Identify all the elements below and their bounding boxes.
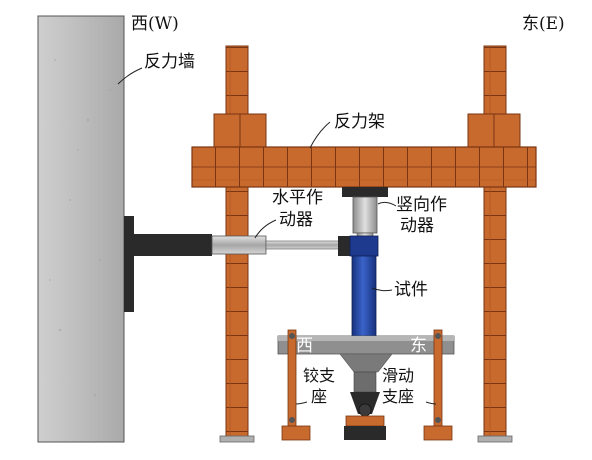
hinge-support [344,371,386,440]
vertical-actuator-label-line1: 竖向作 [396,195,447,215]
reaction-frame-label: 反力架 [334,112,385,132]
reaction-frame-beam [191,113,537,188]
reaction-wall [37,15,125,443]
specimen-label: 试件 [394,280,428,300]
sliding-support-label-line1: 滑动 [382,366,415,385]
beam-west-label: 西 [296,336,313,356]
loading-beam [277,335,455,373]
reaction-wall-label: 反力墙 [144,52,195,72]
vertical-actuator [342,187,388,242]
hinge-support-label-line1: 铰支 [303,366,336,385]
horizontal-actuator-label-line2: 动器 [279,210,313,230]
leader-lines [117,67,437,405]
specimen [349,235,379,339]
beam-east-label: 东 [410,336,427,356]
sliding-support-label-line2: 支座 [382,387,415,406]
sliding-support-west [281,329,311,441]
west-label: 西(W) [131,14,179,34]
sliding-support-east [423,329,453,441]
east-label: 东(E) [522,14,565,34]
vertical-actuator-label-line2: 动器 [400,216,434,236]
horizontal-actuator-label-line1: 水平作 [272,188,323,208]
horizontal-actuator [124,216,352,312]
hinge-support-label-line2: 座 [311,387,328,406]
frame-column-east [477,45,513,443]
